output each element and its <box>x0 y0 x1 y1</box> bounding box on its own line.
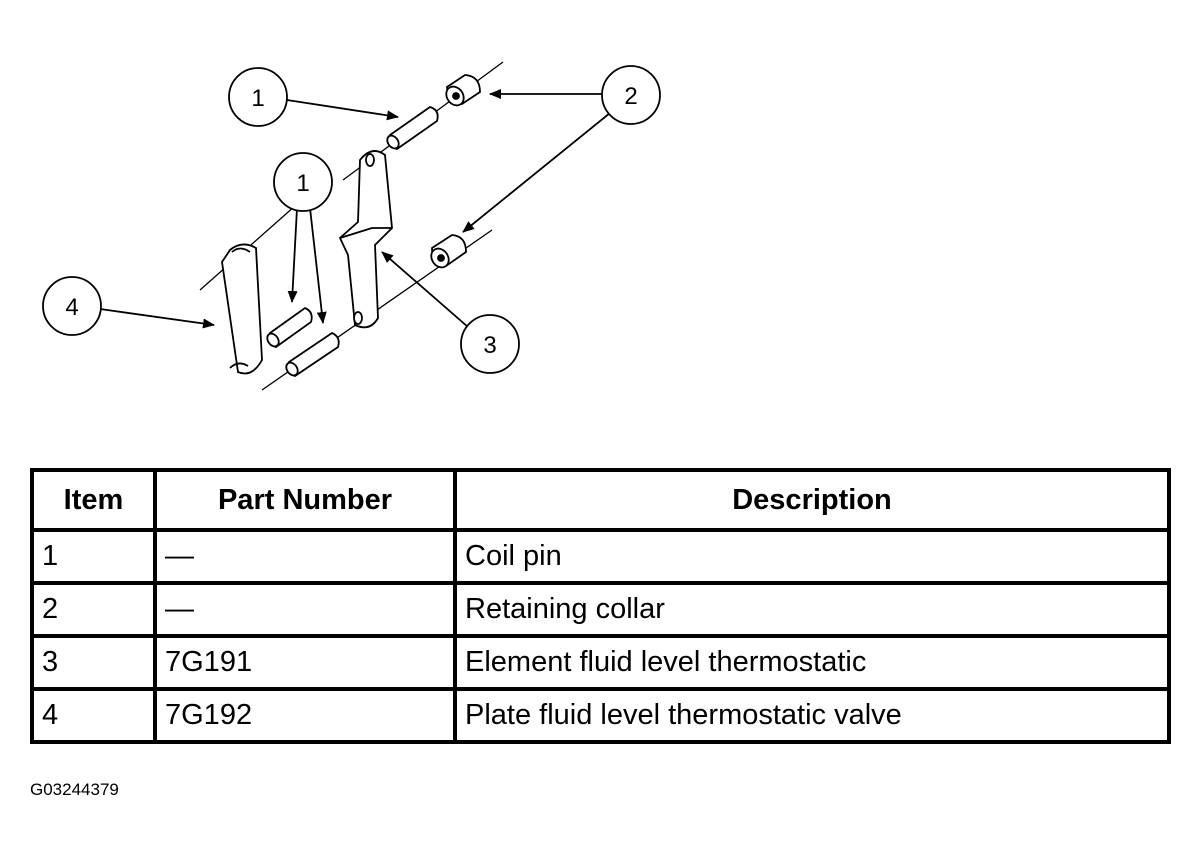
svg-text:1: 1 <box>296 170 309 197</box>
item-cell: 3 <box>30 634 157 691</box>
callout-1-lower: 1 <box>273 152 333 212</box>
thermostatic-element-bracket <box>338 150 393 329</box>
callout-4: 4 <box>42 276 102 336</box>
header-item: Item <box>30 468 157 532</box>
svg-text:2: 2 <box>624 83 637 110</box>
part-number-cell: — <box>153 528 457 585</box>
callout-1-upper: 1 <box>228 67 288 127</box>
svg-text:4: 4 <box>65 294 78 321</box>
svg-text:3: 3 <box>483 332 496 359</box>
part-number-cell: 7G191 <box>153 634 457 691</box>
coil-pin-upper <box>386 106 439 150</box>
header-part-number: Part Number <box>153 468 457 532</box>
coil-pin-lower-left <box>266 306 313 348</box>
retaining-collar-upper <box>445 74 481 107</box>
description-cell: Element fluid level thermostatic <box>453 634 1171 691</box>
coil-pin-lower-right <box>285 331 340 377</box>
description-cell: Coil pin <box>453 528 1171 585</box>
svg-text:1: 1 <box>251 85 264 112</box>
table-row: 4 7G192 Plate fluid level thermostatic v… <box>30 687 1171 744</box>
table-row: 3 7G191 Element fluid level thermostatic <box>30 634 1171 691</box>
leader-lines <box>99 89 611 329</box>
part-number-cell: — <box>153 581 457 638</box>
description-cell: Retaining collar <box>453 581 1171 638</box>
part-number-cell: 7G192 <box>153 687 457 744</box>
thermostatic-valve-plate <box>221 243 263 375</box>
callout-2: 2 <box>601 65 661 125</box>
item-cell: 4 <box>30 687 157 744</box>
table-row: 1 — Coil pin <box>30 528 1171 585</box>
item-cell: 1 <box>30 528 157 585</box>
exploded-parts-diagram: 1 2 1 4 3 <box>42 61 661 391</box>
table-header-row: Item Part Number Description <box>30 468 1171 532</box>
parts-table: Item Part Number Description 1 — Coil pi… <box>30 468 1171 744</box>
table-row: 2 — Retaining collar <box>30 581 1171 638</box>
description-cell: Plate fluid level thermostatic valve <box>453 687 1171 744</box>
figure-code: G03244379 <box>30 780 119 799</box>
item-cell: 2 <box>30 581 157 638</box>
callout-3: 3 <box>460 314 520 374</box>
header-description: Description <box>453 468 1171 532</box>
retaining-collar-lower <box>430 234 467 269</box>
